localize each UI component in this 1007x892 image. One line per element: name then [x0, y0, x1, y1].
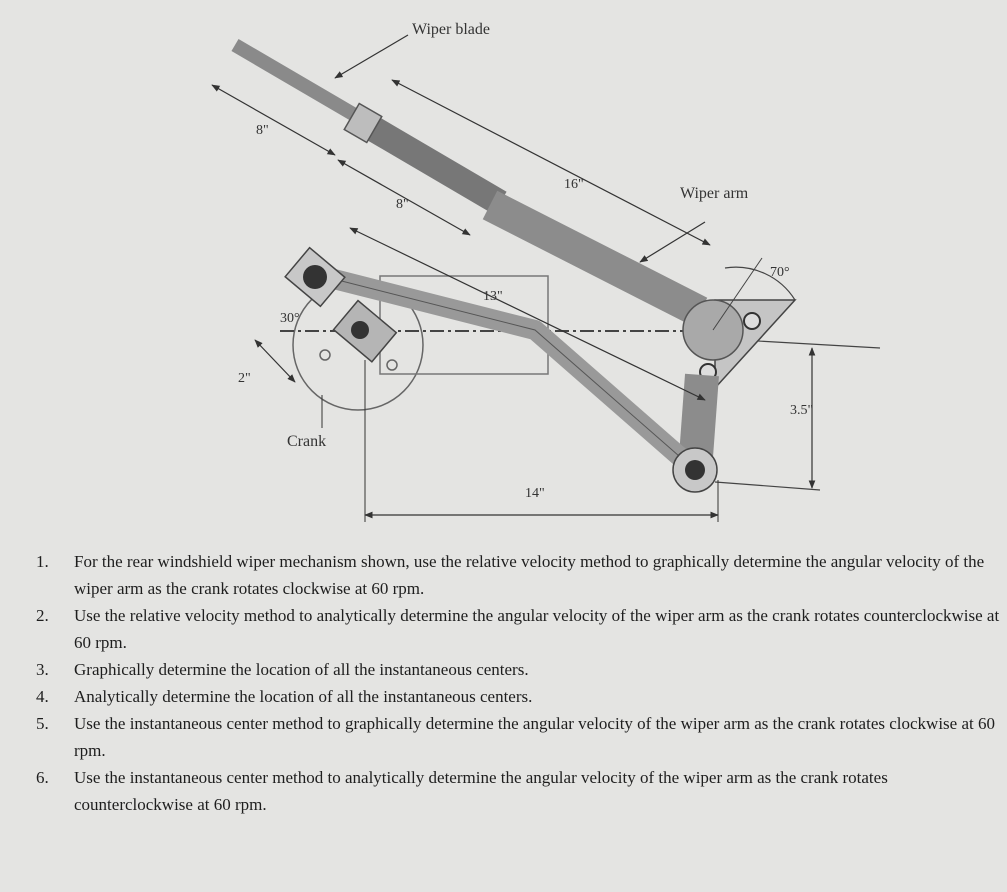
rocker-bottom-pivot [685, 460, 705, 480]
problem-item: 2. Use the relative velocity method to an… [36, 602, 1001, 656]
problem-text: For the rear windshield wiper mechanism … [74, 552, 985, 598]
problem-text: Use the instantaneous center method to g… [74, 714, 995, 760]
dim-13-line [349, 227, 706, 401]
dim-14-label: 14" [525, 486, 545, 501]
angle-70-arc [724, 266, 796, 301]
blade-leader [334, 34, 409, 79]
angle-70-line [712, 257, 763, 331]
dim-8a-line [211, 84, 336, 156]
problem-text: Analytically determine the location of a… [74, 687, 533, 706]
problem-number: 2. [36, 606, 49, 625]
problem-number: 4. [36, 687, 49, 706]
dim-16-label: 16" [564, 177, 584, 192]
hub-bolt-right [743, 312, 761, 330]
coupler-end-pin [303, 265, 327, 289]
wiper-arm-label: Wiper arm [680, 185, 749, 202]
wiper-blade-holder [348, 106, 507, 215]
problem-text: Use the instantaneous center method to a… [74, 768, 888, 814]
problem-number: 6. [36, 768, 49, 787]
angle-30-label: 30° [280, 311, 300, 326]
small-pin-marker-2 [319, 349, 331, 361]
dim-16-line [391, 79, 711, 246]
problem-item: 6. Use the instantaneous center method to… [36, 764, 1001, 818]
wiper-arm-bar [482, 190, 708, 327]
angle-70-label: 70° [770, 265, 790, 280]
problem-item: 5. Use the instantaneous center method to… [36, 710, 1001, 764]
dim-2-label: 2" [238, 371, 251, 386]
problem-list: 1. For the rear windshield wiper mechanis… [36, 548, 1001, 818]
problem-text: Graphically determine the location of al… [74, 660, 529, 679]
dim-8b-label: 8" [396, 197, 409, 212]
crank-label: Crank [287, 433, 326, 450]
reference-line-bottom [714, 481, 821, 491]
problem-item: 1. For the rear windshield wiper mechanis… [36, 548, 1001, 602]
small-pin-marker [386, 359, 398, 371]
reference-line-right [739, 339, 881, 349]
problem-text: Use the relative velocity method to anal… [74, 606, 1000, 652]
arm-leader [639, 221, 706, 263]
dim-8a-label: 8" [256, 123, 269, 138]
dim-13-label: 13" [483, 289, 503, 304]
blade-clip [343, 102, 383, 144]
wiper-blade-label: Wiper blade [412, 21, 490, 38]
dim-3-5-label: 3.5" [790, 403, 813, 418]
problem-number: 3. [36, 660, 49, 679]
mechanism-figure: Wiper blade Wiper arm Crank 8" 8" 16" 13… [211, 21, 881, 522]
dim-2-line [254, 339, 296, 383]
problem-item: 4. Analytically determine the location of… [36, 683, 1001, 710]
crank-pivot [351, 321, 369, 339]
problem-number: 5. [36, 714, 49, 733]
problem-number: 1. [36, 552, 49, 571]
problem-item: 3. Graphically determine the location of … [36, 656, 1001, 683]
